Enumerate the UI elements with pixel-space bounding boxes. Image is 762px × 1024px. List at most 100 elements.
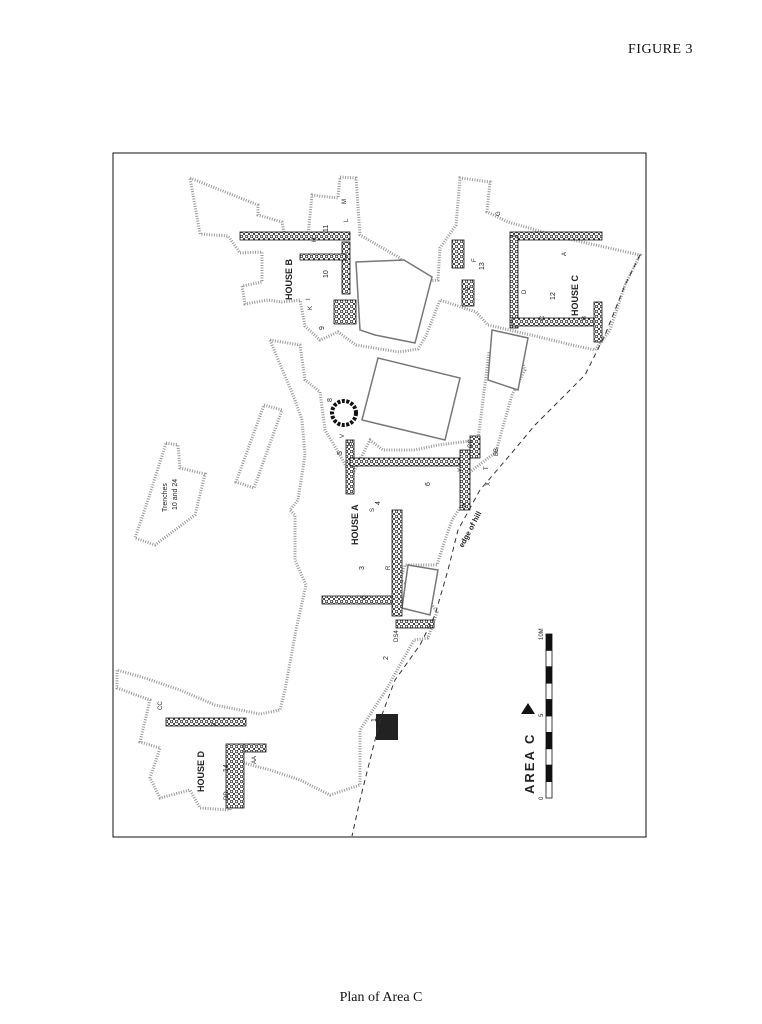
feature-letters: A B C D E F G H I K L M Q R S T U V W X … [158,199,588,800]
feature-C: C [540,315,546,320]
walls [165,231,603,809]
scale-label-10: 10M [539,628,545,640]
wall-house-b-4 [333,299,357,325]
feature-L: L [344,218,350,222]
feature-V: V [340,434,346,438]
hill-edge-line [351,254,641,837]
house-d-label: HOUSE D [196,750,206,792]
wall-house-b-2 [341,241,351,295]
room-1: 1 [371,718,378,722]
trench-10-24 [133,441,207,547]
room-11: 11 [323,225,330,232]
wall-house-c-2 [509,235,519,329]
excavation-outlines [115,175,643,812]
scale-segment [545,650,553,668]
hatched-feature [376,714,398,740]
feature-B: B [582,316,588,320]
feature-CC-house-d: CC [158,701,164,710]
trenches-label-2: 10 and 24 [172,479,179,510]
trenches-label-1: Trenches [162,483,169,512]
baulk-1 [355,259,433,344]
baulk-3 [487,329,529,391]
feature-T: T [484,466,490,470]
feature-Z: Z [212,722,218,726]
feature-W: W [462,502,468,508]
scale-bar [545,633,553,799]
wall-house-a-7 [469,435,481,459]
scale-segment [545,666,553,684]
feature-AA: AA [252,756,258,764]
wall-house-c-3 [511,317,603,327]
wall-house-c-5 [451,239,465,269]
room-8: 8 [327,398,334,402]
feature-R: R [386,565,392,570]
scale-segment [545,682,553,701]
feature-E: E [466,286,472,290]
wall-house-b-1 [239,231,351,241]
room-14: 14 [223,764,230,772]
feature-BB: BB [494,448,500,456]
feature-I: I [306,298,312,300]
trench-long [234,403,284,490]
wall-house-b-3 [299,253,347,261]
room-3: 3 [359,566,366,570]
wall-house-c-4 [593,301,603,343]
figure-number: FIGURE 3 [628,42,694,57]
feature-DS4: DS4 [394,630,400,642]
room-10: 10 [323,270,330,278]
feature-K: K [308,306,314,310]
feature-D: D [522,289,528,294]
house-a-label: HOUSE A [350,504,360,545]
house-c-label: HOUSE C [570,274,580,316]
room-4: 4 [375,501,382,505]
feature-U: U [348,442,354,446]
room-9: 9 [319,326,326,330]
feature-Y: Y [458,468,464,472]
wall-house-d-2 [225,743,245,809]
scale-segment [545,781,553,799]
feature-H: H [312,238,318,242]
scale-segment [545,764,553,783]
room-13: 13 [479,262,486,270]
feature-Q: Q [362,595,368,600]
wall-house-d-3 [243,743,267,753]
main-excavation [188,175,643,354]
scale-segment [545,633,553,651]
wall-house-c-6 [461,279,475,307]
wall-house-a-1 [345,439,355,495]
baulk-2 [361,357,461,441]
wall-house-d-1 [165,717,247,727]
scale-label-5: 5 [539,713,545,717]
scale-segment [545,732,553,750]
wall-house-a-3 [459,449,471,511]
baulk-4 [401,564,439,616]
figure-caption: Plan of Area C [339,990,423,1005]
feature-A: A [562,252,568,256]
feature-X: X [486,482,492,486]
feature-CC: CC [468,439,474,448]
wall-house-c-1 [509,231,603,241]
scale-segment [545,699,553,717]
feature-M: M [342,199,348,204]
wall-house-a-4 [391,509,403,617]
room-numbers: 1 2 3 4 5 6 8 9 10 11 12 13 14 [223,225,557,772]
room-5: 5 [337,451,344,455]
scale-segment [545,748,553,766]
room-6: 6 [425,482,432,486]
house-b-label: HOUSE B [284,258,294,300]
wall-house-a-2 [349,457,467,467]
feature-DD: DD [224,791,230,800]
scale-label-0: 0 [539,796,545,800]
feature-G: G [496,211,502,216]
room-12: 12 [550,292,557,300]
circular-structure [330,399,358,427]
feature-F: F [472,258,478,262]
area-a-excavation [115,338,527,812]
north-arrow-icon [521,703,535,714]
wall-house-a-6 [395,619,435,629]
wall-house-a-5 [321,595,393,605]
scale-segment [545,715,553,733]
feature-S: S [370,508,376,512]
room-2: 2 [383,656,390,660]
